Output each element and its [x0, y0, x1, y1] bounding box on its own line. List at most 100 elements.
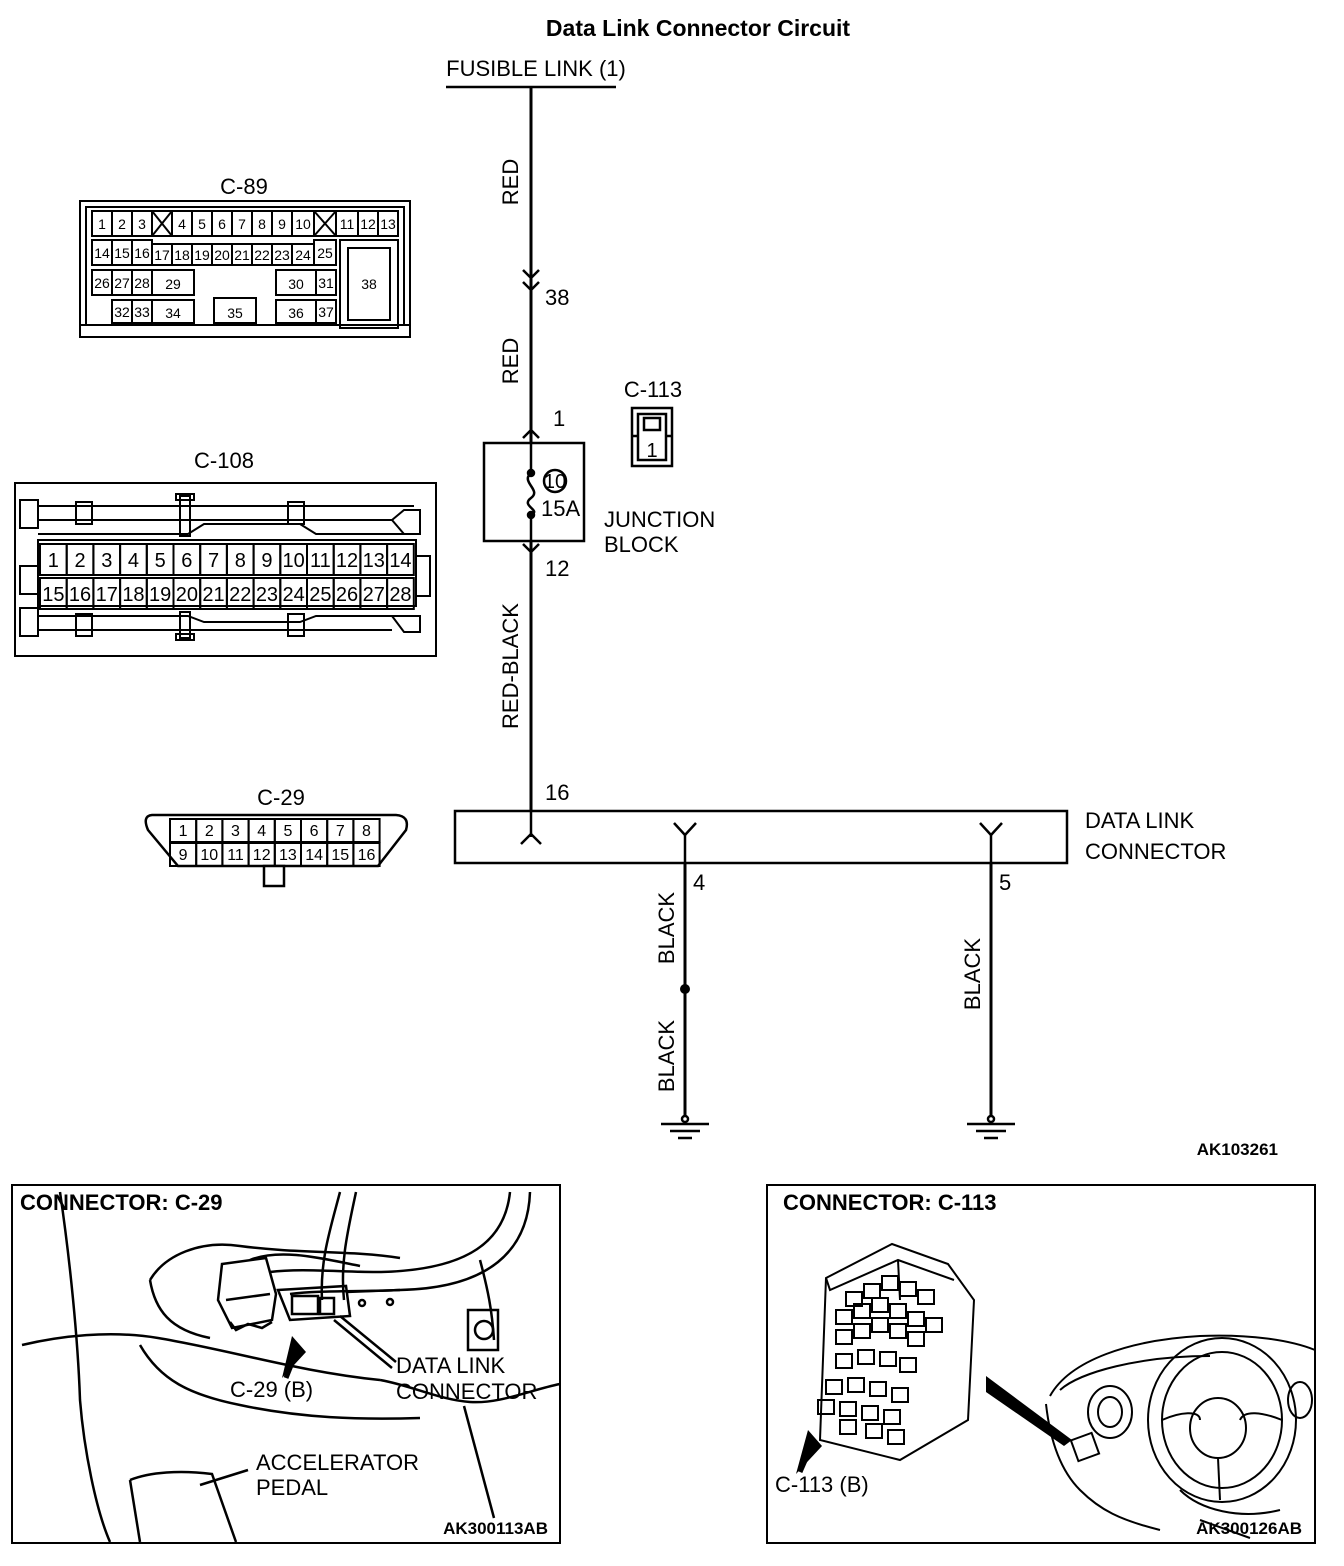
c108-pin: 20 — [176, 584, 198, 606]
c89-pin: 14 — [94, 245, 110, 261]
c108-pin: 23 — [256, 584, 278, 606]
pin-1-label: 1 — [553, 406, 565, 431]
fuse-slot — [835, 1309, 853, 1325]
fuse-slot — [853, 1323, 871, 1339]
c29-pin-cells — [169, 818, 381, 867]
c29-pin: 12 — [253, 847, 271, 864]
c113-pin: 1 — [646, 440, 657, 462]
fuse-slot — [907, 1331, 925, 1347]
c89-pin: 2 — [118, 216, 126, 232]
c29-pointer-arrow-shaft — [283, 1347, 301, 1379]
fuse-slot — [817, 1399, 835, 1415]
c89-pin: 21 — [234, 247, 250, 263]
diagram-code: AK103261 — [1197, 1140, 1278, 1159]
c108-title: C-108 — [194, 448, 254, 473]
c89-pin: 5 — [198, 216, 206, 232]
c89-pin: 7 — [238, 216, 246, 232]
c89-pin-labels: 1 2 3 4 5 6 7 8 9 10 11 12 13 14 15 16 1… — [94, 216, 396, 321]
fuse-slot — [907, 1311, 925, 1327]
pin-38-label: 38 — [545, 285, 569, 310]
panel-c113-heading: CONNECTOR: C-113 — [783, 1190, 997, 1215]
c89-pin: 13 — [380, 216, 396, 232]
c29-title: C-29 — [257, 785, 305, 810]
c29-pin: 1 — [179, 823, 188, 840]
c108-pin: 17 — [96, 584, 118, 606]
fuse-slot — [869, 1381, 887, 1397]
c108-pin: 16 — [69, 584, 91, 606]
c29-pin: 10 — [200, 847, 218, 864]
data-link-connector-terminals — [520, 811, 1003, 863]
pin-4-label: 4 — [693, 870, 705, 895]
c108-pin: 1 — [48, 550, 59, 572]
c89-pin: 8 — [258, 216, 266, 232]
c108-pin: 8 — [235, 550, 246, 572]
c108-connector — [14, 482, 437, 657]
fuse-slot — [925, 1317, 943, 1333]
c89-pin: 23 — [274, 247, 290, 263]
pin-12-label: 12 — [545, 556, 569, 581]
c108-pin: 26 — [336, 584, 358, 606]
c108-pin: 4 — [128, 550, 139, 572]
c108-pin: 25 — [309, 584, 331, 606]
panel-c113-illustration — [817, 1242, 1316, 1539]
c108-cell — [386, 577, 415, 610]
c89-pin: 6 — [218, 216, 226, 232]
fuse-slot — [883, 1409, 901, 1425]
fuse-slot — [835, 1329, 853, 1345]
c108-pin: 27 — [363, 584, 385, 606]
fuse-number: 10 — [544, 471, 566, 493]
c108-pin: 7 — [208, 550, 219, 572]
fuse-slot — [881, 1275, 899, 1291]
c89-pin: 20 — [214, 247, 230, 263]
c113-view-arrow-icon — [986, 1376, 1072, 1446]
fuse-slot — [899, 1281, 917, 1297]
fuse-slot — [857, 1349, 875, 1365]
c108-pin: 22 — [229, 584, 251, 606]
fuse-slot — [887, 1429, 905, 1445]
fuse-slot — [853, 1303, 871, 1319]
c29-pin: 15 — [331, 847, 349, 864]
c89-pin: 33 — [134, 304, 150, 320]
c89-pin: 35 — [227, 305, 243, 321]
c89-connector — [79, 200, 411, 338]
c29-pin: 9 — [179, 847, 188, 864]
panel-c29-code: AK300113AB — [443, 1519, 548, 1538]
pin-16-label: 16 — [545, 780, 569, 805]
fuse-slot — [889, 1303, 907, 1319]
dlc-label-line2: CONNECTOR — [1085, 839, 1226, 864]
fuse-slot — [865, 1423, 883, 1439]
fuse-slot — [835, 1353, 853, 1369]
c89-pin: 15 — [114, 245, 130, 261]
junction-block-label-line1: JUNCTION — [604, 507, 715, 532]
panel-c113-code: AK300126AB — [1196, 1519, 1302, 1538]
c89-pin: 32 — [114, 304, 130, 320]
c29-pin: 13 — [279, 847, 297, 864]
splice-point — [680, 984, 690, 994]
c89-pin: 11 — [340, 216, 355, 232]
panel-c29-pointer-label: C-29 (B) — [230, 1377, 313, 1402]
c108-pin: 11 — [310, 550, 331, 572]
pin-5-label: 5 — [999, 870, 1011, 895]
panel-c29-pedal-label2: PEDAL — [256, 1475, 328, 1500]
fuse-slot — [871, 1317, 889, 1333]
c29-pin: 14 — [305, 847, 323, 864]
c108-pin: 2 — [74, 550, 85, 572]
c108-pin: 13 — [363, 550, 385, 572]
panel-c29-pedal-label1: ACCELERATOR — [256, 1450, 419, 1475]
c113-connector — [630, 406, 674, 468]
dlc-label-line1: DATA LINK — [1085, 808, 1195, 833]
c108-pin: 28 — [389, 584, 411, 606]
wire-color-red-black: RED-BLACK — [498, 603, 523, 729]
c89-pin: 3 — [138, 216, 146, 232]
fuse-slot — [889, 1323, 907, 1339]
c89-pin: 37 — [318, 304, 334, 320]
c29-pin: 3 — [231, 823, 240, 840]
connector-junction-38 — [522, 269, 540, 292]
c108-pin: 9 — [261, 550, 272, 572]
fusible-link-label: FUSIBLE LINK (1) — [446, 56, 626, 81]
ground-symbol-left — [661, 1114, 709, 1140]
c108-cell — [386, 543, 415, 576]
fuse-slot — [839, 1419, 857, 1435]
